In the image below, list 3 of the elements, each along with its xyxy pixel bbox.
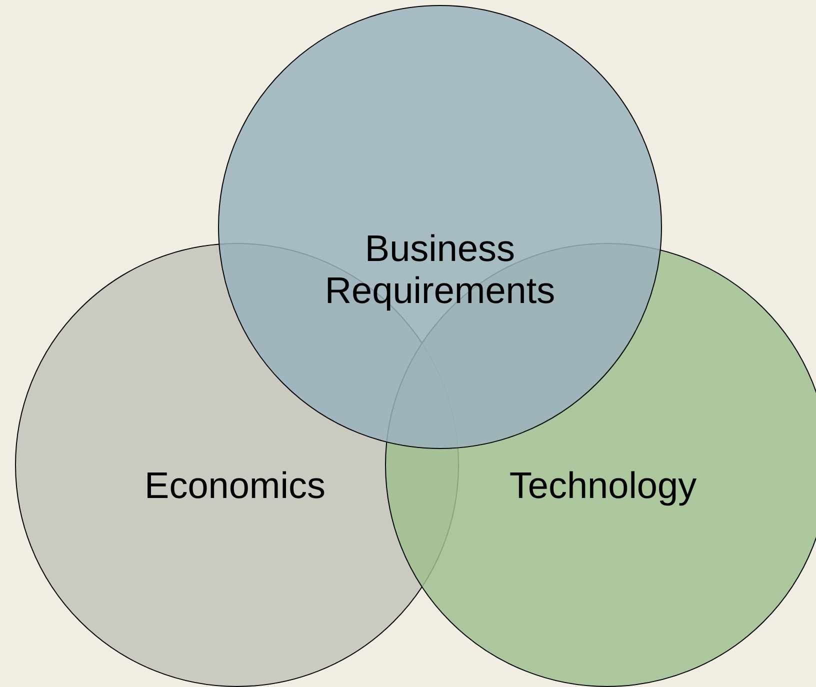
circle-label: Business Requirements [324, 228, 556, 312]
circle-label: Economics [144, 465, 326, 507]
circle-label: Technology [508, 465, 698, 507]
